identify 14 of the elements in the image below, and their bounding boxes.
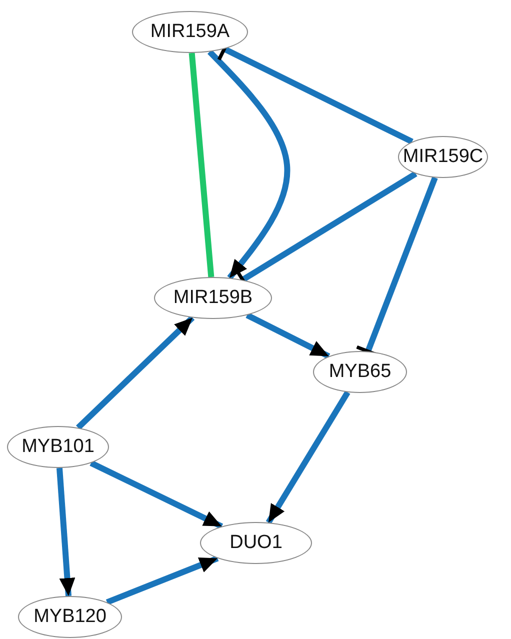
connector-line	[188, 52, 214, 278]
arrow	[106, 556, 219, 606]
arrow	[90, 460, 224, 530]
node-label: MIR159C	[402, 146, 484, 168]
arrow	[56, 468, 76, 596]
arrow	[246, 312, 330, 359]
ellipse-node	[200, 522, 312, 564]
arrow	[266, 390, 350, 524]
node-label: MIR159B	[173, 287, 253, 309]
node-label: MYB65	[328, 361, 392, 383]
node-label: MYB101	[22, 436, 94, 458]
node-label: DUO1	[230, 532, 282, 554]
node-label: MIR159A	[150, 21, 230, 43]
node-label: MYB120	[34, 606, 106, 628]
